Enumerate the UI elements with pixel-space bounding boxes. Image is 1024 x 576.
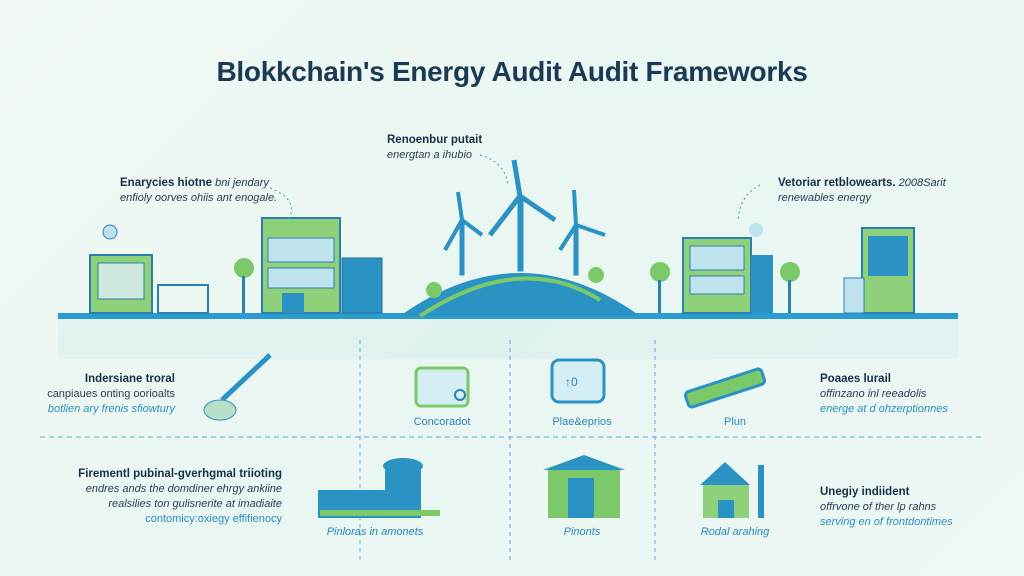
building-icon [682, 223, 915, 314]
caption-top-center: Renoenbur putait energtan a ihubio [387, 133, 482, 163]
label-rodal-arahing: Rodal arahing [700, 526, 770, 538]
hill [400, 273, 640, 316]
svg-text:↑0: ↑0 [565, 375, 578, 389]
wind-turbine-icon [443, 159, 606, 276]
factory-icon [318, 458, 440, 518]
caption-text: renewables energy [778, 192, 871, 204]
caption-top-right: Vetoriar retblowearts. 2008Sarit renewab… [778, 176, 946, 206]
caption-mid-left: Indersiane troral canpiaues onting oorio… [20, 372, 175, 417]
label-concoradot: Concoradot [413, 416, 471, 428]
energy-tag-icon: ↑0 [550, 358, 606, 404]
label-pinloras: Pinloras in amonets [326, 526, 424, 538]
caption-heading: Vetoriar retblowearts. [778, 177, 896, 189]
caption-top-left: Enarycies hiotne bni jendary enfioly oor… [120, 176, 277, 206]
label-plun: Plun [723, 416, 747, 428]
battery-icon [414, 366, 470, 408]
caption-text: botlien ary frenis sfiowtury [47, 403, 175, 415]
caption-text: offrvone of ther lp rahns [820, 501, 937, 513]
caption-text: contomicy:oxiegy effifienocy [145, 513, 282, 525]
caption-text: enfioly oorves ohiis ant enogale. [120, 192, 278, 204]
caption-text: offinzano inl reeadolis [820, 388, 927, 400]
caption-bottom-left: Firementl pubinal-gverhgmal triioting en… [40, 467, 282, 527]
building-icon [89, 217, 383, 314]
label-plae-eprios: Plae&eprios [552, 416, 612, 428]
caption-text: energe at d ohzerptionnes [820, 403, 948, 415]
caption-text: 2008Sarit [895, 177, 946, 189]
caption-heading: Renoenbur putait [387, 134, 483, 146]
caption-text: bni jendary [212, 177, 269, 189]
caption-heading: Firementl pubinal-gverhgmal triioting [78, 468, 282, 480]
house-icon [543, 455, 625, 518]
caption-heading: Enarycies hiotne [120, 177, 213, 189]
caption-text: canpiaues onting oorioalts [47, 388, 175, 400]
home-icon [700, 462, 764, 518]
ticket-icon [684, 367, 766, 409]
caption-mid-right: Poaaes lurail offinzano inl reeadolis en… [820, 372, 948, 417]
caption-heading: Poaaes lurail [820, 373, 891, 385]
label-pinonts: Pinonts [563, 526, 601, 538]
caption-heading: Unegiy indiident [820, 486, 910, 498]
caption-text: realsilies ton gulisnerite at imadiaite [108, 498, 282, 510]
broom-icon [203, 353, 272, 421]
page-title: Blokkchain's Energy Audit Audit Framewor… [216, 56, 808, 87]
caption-text: serving en of frontdontimes [820, 516, 953, 528]
caption-bottom-right: Unegiy indiident offrvone of ther lp rah… [820, 485, 953, 530]
caption-text: endres ands the domdiner ehrgy ankiine [85, 483, 282, 495]
tree-icon [234, 258, 800, 313]
caption-heading: Indersiane troral [84, 373, 175, 385]
caption-text: energtan a ihubio [387, 149, 473, 161]
